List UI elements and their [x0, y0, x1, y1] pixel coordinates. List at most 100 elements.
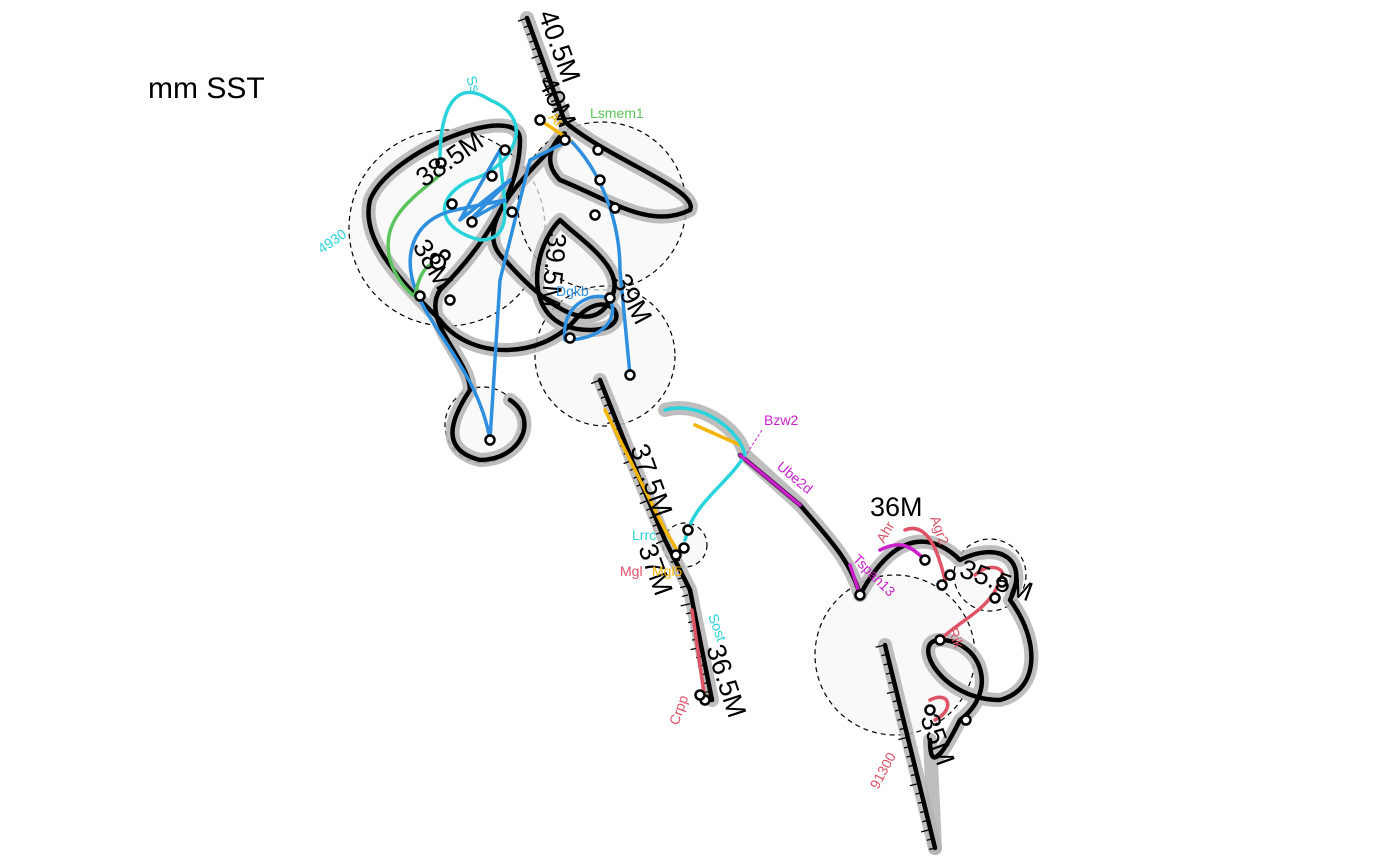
chromatin-bead: [506, 206, 518, 218]
gene-label: Mgl: [620, 563, 643, 579]
ruler-tick: [600, 395, 607, 399]
ruler-tick: [655, 539, 666, 545]
gene-label: Sost: [705, 612, 730, 644]
ruler-tick: [531, 54, 541, 60]
gene-track-green: [386, 173, 442, 298]
ruler-tick: [559, 121, 566, 125]
ruler-tick: [920, 828, 931, 833]
ruler-tick: [881, 653, 888, 657]
chromatin-bead: [678, 542, 690, 554]
chromatin-bead: [960, 714, 972, 726]
ruler-tick: [649, 515, 656, 519]
gene-track-yellow: [603, 408, 682, 557]
chromatin-beads: [414, 114, 1008, 726]
ruler-tick: [517, 17, 528, 22]
gene-label: Crpp: [666, 693, 691, 727]
ruler-tick: [885, 672, 892, 675]
chromatin-path: [857, 539, 1034, 760]
gene-track-cyan: [663, 406, 747, 542]
ruler-ticks: [517, 17, 936, 851]
gene-track-magenta: [738, 453, 927, 597]
chromatin-bead: [534, 114, 546, 126]
chromatin-bead: [996, 576, 1008, 588]
ruler-tick: [542, 76, 549, 81]
chromatin-bead: [446, 198, 458, 210]
chromatin-bead: [559, 134, 571, 146]
ruler-tick: [523, 24, 530, 29]
ruler-tick: [540, 69, 547, 73]
chromatin-bead: [499, 144, 511, 156]
ruler-tick: [898, 736, 908, 741]
ruler-tick: [883, 662, 890, 666]
ruler-tick: [909, 782, 920, 787]
chromatin-bead: [435, 157, 447, 169]
gene-label: 4930: [315, 225, 350, 256]
gene-label: Bzw2: [764, 412, 798, 428]
gene-label: Ss: [463, 74, 484, 95]
ruler-tick: [680, 603, 691, 607]
chromatin-bead: [670, 549, 682, 561]
chromatin-bead: [694, 689, 706, 701]
chromatin-bead: [624, 369, 636, 381]
gene-label: 91300: [867, 749, 900, 791]
ruler-tick: [899, 727, 906, 731]
ruler-tick: [597, 387, 604, 391]
chromatin-bead: [919, 554, 931, 566]
chromatin-bead: [486, 170, 498, 182]
ruler-tick: [892, 699, 899, 703]
ruler-tick: [897, 718, 904, 721]
coord-label: 39.5M: [535, 231, 571, 308]
ruler-tick: [526, 32, 533, 36]
gene-label: Mgl5: [652, 563, 683, 579]
ruler-tick: [910, 773, 917, 777]
ruler-tick: [680, 585, 687, 589]
ruler-tick: [652, 523, 659, 527]
gene-label: Ahr: [873, 518, 898, 545]
gene-track-red: [690, 608, 707, 702]
ruler-tick: [886, 690, 897, 695]
ruler-tick: [904, 745, 911, 749]
ruler-tick: [544, 91, 555, 97]
gene-label: Dgkb: [556, 283, 589, 299]
ruler-tick: [678, 576, 685, 580]
ruler-tick: [922, 819, 929, 823]
plot-title: mm SST: [148, 72, 265, 105]
chromatin-bead: [466, 216, 478, 228]
ruler-tick: [553, 106, 560, 110]
ruler-tick: [917, 801, 924, 804]
gene-track-yellow: [693, 423, 742, 447]
chromatin-bead: [594, 174, 606, 186]
chromatin-bead: [936, 579, 948, 591]
ruler-tick: [545, 84, 552, 88]
ruler-tick: [929, 847, 936, 851]
ruler-tick: [670, 559, 681, 563]
gene-label-leader: [745, 429, 763, 456]
ruler-tick: [590, 379, 601, 385]
chromatin-bead: [604, 292, 616, 304]
chromatin-bead: [609, 202, 621, 214]
ruler-tick: [894, 708, 902, 712]
ruler-tick: [537, 61, 544, 66]
chromatin-bead: [564, 332, 576, 344]
chromatin-bead: [414, 290, 426, 302]
ruler-tick: [676, 568, 683, 571]
gene-track-cyan: [438, 90, 518, 242]
ruler-tick: [603, 403, 610, 407]
gene-tracks: [386, 90, 1005, 722]
coord-label: 37.5M: [624, 440, 678, 521]
coord-label: 36M: [870, 492, 923, 522]
ruler-tick: [875, 644, 886, 648]
chromatin-bead: [429, 253, 447, 271]
chromatin-bead: [924, 704, 936, 716]
ruler-tick: [655, 531, 662, 535]
ruler-tick: [556, 113, 563, 118]
gene-label: Lsmem1: [590, 105, 644, 121]
chromatin-bead: [854, 589, 866, 601]
ruler-tick: [919, 810, 927, 814]
ruler-tick: [915, 792, 922, 795]
ruler-tick: [531, 47, 539, 51]
ruler-tick: [888, 681, 895, 684]
chromatin-bead: [989, 592, 1001, 604]
ruler-tick: [926, 838, 933, 841]
